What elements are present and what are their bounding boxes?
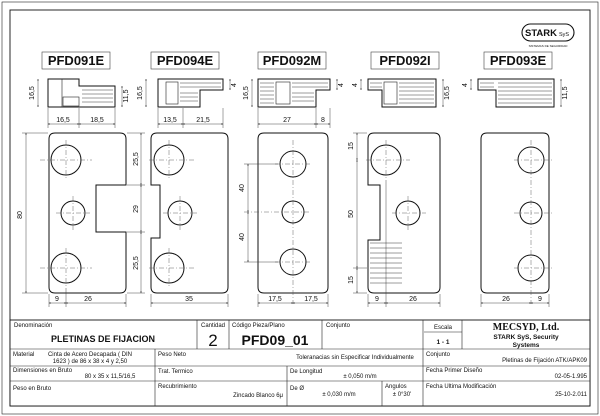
dim-text: 15 [348,142,355,150]
dim-text: 4 [462,83,469,87]
diam-value: ± 0,030 m/m [322,392,355,398]
dim-text: 4 [231,83,238,87]
escala-value: 1 - 1 [436,339,449,346]
dim-text: 18,5 [90,117,104,124]
dim-text: 40 [239,184,246,192]
dim-text: 25,5 [133,256,140,270]
peso-neto-label: Peso Neto [158,352,187,358]
angulos-label: Angulos [385,384,407,390]
angulos-value: ± 0°30' [393,392,412,398]
plate-2: 35 [149,132,229,307]
cantidad-value: 2 [208,331,217,350]
profile-label-box [41,51,111,70]
codigo-value: PFD09_01 [242,332,309,348]
profile-code: PFD094E [157,53,214,68]
fecha1-label: Fecha Primer Diseño [426,368,483,374]
peso-bruto-label: Peso en Bruto [13,386,52,392]
dim-text: 16,5 [56,117,70,124]
dim-text: 27 [283,117,291,124]
dim-text: 50 [348,210,355,218]
plate-5: 26 9 [480,132,552,307]
dim-text: 35 [185,296,193,303]
profile-pfd091e: PFD091E 16,5 11,5 16,5 18,5 [29,51,130,128]
profile-pfd092i: PFD092I 4 16,5 [352,51,451,108]
dim-text: 26 [409,296,417,303]
plate-3: 40 40 17,5 17,5 [239,132,329,307]
diam-label: De Ø [290,386,304,392]
trat-label: Trat. Termico [158,369,193,375]
profile-section [477,78,555,108]
codigo-label: Código Pieza/Plano [232,323,285,329]
conjunto2-value: Pletinas de Fijación ATK/APK09 [502,358,588,364]
logo-tagline: SISTEMAS DE SEGURIDAD [529,44,569,48]
logo-text: STARK [525,28,557,39]
plate-1: 80 25,5 29 25,5 9 26 [17,132,145,307]
dim-text: 4 [352,83,359,87]
profile-code: PFD092M [263,53,322,68]
fecha1-value: 02-05-1.995 [555,374,588,380]
dim-text: 26 [502,296,510,303]
fecha2-label: Fecha Ultima Modificación [426,384,496,390]
dim-text: 21,5 [196,117,210,124]
dim-text: 11,5 [562,86,569,99]
conjunto2-label: Conjunto [426,352,451,358]
profile-pfd092m: PFD092M 16,5 4 27 8 [243,51,345,128]
dim-text: 16,5 [444,86,451,100]
profile-code: PFD093E [490,53,547,68]
longitud-value: ± 0,050 m/m [343,374,376,380]
dim-text: 16,5 [29,86,36,100]
longitud-label: De Longitud [290,369,322,375]
material-value-2: 1623 ) de 86 x 38 x 4 y 2,50 [53,359,128,365]
fecha2-value: 25-10-2.011 [555,392,588,398]
dim-text: 29 [133,205,140,213]
dim-text: 16,5 [137,86,144,100]
dim-text: 80 [17,211,24,219]
dim-text: 9 [55,296,59,303]
logo-sub: SyS [559,32,569,38]
dim-text: 4 [338,83,345,87]
dim-bruto-value: 80 x 35 x 11,5/16,5 [85,374,136,380]
dim-text: 9 [375,296,379,303]
denominacion-value: PLETINAS DE FIJACION [51,334,155,344]
dim-text: 40 [239,233,246,241]
profile-pfd094e: PFD094E 16,5 4 13,5 21,5 [137,51,238,128]
dim-text: 17,5 [268,296,282,303]
dim-text: 8 [321,117,325,124]
tolerancias-text: Toleranacias sin Especificar Individualm… [296,355,414,361]
company-sub1: STARK SyS, Security [493,334,559,341]
material-value-1: Cinta de Acero Decapada ( DIN [48,352,132,358]
profile-section [367,78,437,108]
company-name: MECSYD, Ltd. [493,322,560,333]
dim-text: 26 [84,296,92,303]
dim-text: 11,5 [123,89,130,102]
profile-code: PFD091E [48,53,105,68]
dim-text: 9 [538,296,542,303]
dim-text: 13,5 [163,117,177,124]
title-block: Denominación PLETINAS DE FIJACION Cantid… [9,319,591,407]
stark-logo: STARK SyS SISTEMAS DE SEGURIDAD [521,23,575,48]
dim-text: 16,5 [243,86,250,100]
denominacion-label: Denominación [14,323,52,329]
recub-value: Zincado Blanco 6μ [233,393,283,399]
dim-text: 25,5 [133,152,140,166]
recub-label: Recubrimiento [158,384,197,390]
cantidad-label: Cantidad [201,323,225,329]
material-label: Material [13,352,34,358]
dim-text: 15 [348,276,355,284]
plate-4: 15 50 15 9 26 [348,132,441,307]
escala-label: Escala [434,325,453,331]
profile-section [47,78,116,108]
conjunto-label: Conjunto [326,323,351,329]
company-sub2: Systems [513,342,540,349]
dim-bruto-label: Dimensiones en Bruto [13,368,73,374]
profile-code: PFD092I [379,53,430,68]
dim-text: 17,5 [304,296,318,303]
profile-pfd093e: PFD093E 4 11,5 [462,51,569,108]
